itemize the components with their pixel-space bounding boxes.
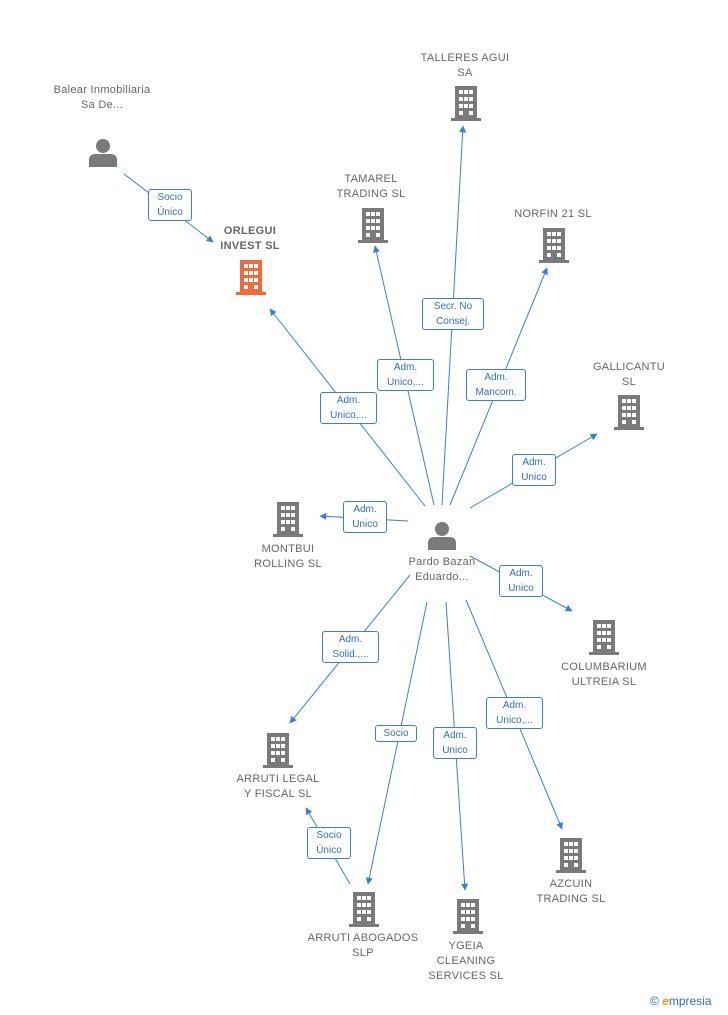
node-label-pardo[interactable]: Pardo Bazan Eduardo... [408,556,476,583]
edge-label-pardo-talleres[interactable]: Secr. No Consej. [422,298,484,330]
building-icon-columbarium[interactable] [589,620,619,655]
edge-label-pardo-norfin[interactable]: Adm. Mancom. [466,369,526,401]
person-icon-balear[interactable] [89,139,117,167]
building-icon-talleres[interactable] [451,86,481,121]
building-icon-orlegui[interactable] [236,260,266,295]
edge-label-balear-orlegui[interactable]: Socio Único [148,189,192,221]
edge-label-pardo-tamarel[interactable]: Adm. Unico,... [377,359,434,391]
brand-initial: e [662,994,669,1008]
node-label-gallicantu[interactable]: GALLICANTU SL [592,361,666,388]
edge-label-pardo-arruti-abogados[interactable]: Socio [375,725,417,742]
building-icon-gallicantu[interactable] [614,395,644,430]
node-label-ygeia[interactable]: YGEIA CLEANING SERVICES SL [428,940,504,982]
node-label-balear[interactable]: Balear Inmobiliaria Sa De... [53,84,151,111]
edge-label-pardo-arruti-legal[interactable]: Adm. Solid.,... [322,631,379,663]
node-label-arruti-abogados[interactable]: ARRUTI ABOGADOS SLP [307,932,419,959]
edge-pardo-arruti-abogados[interactable] [365,601,428,885]
node-label-montbui[interactable]: MONTBUI ROLLING SL [254,543,322,570]
edge-label-pardo-columbarium[interactable]: Adm. Unico [499,565,543,597]
building-icon-arruti-legal[interactable] [263,733,293,768]
edge-label-pardo-gallicantu[interactable]: Adm. Unico [512,454,556,486]
building-icon-azcuin[interactable] [556,838,586,873]
edge-label-pardo-montbui[interactable]: Adm. Unico [343,501,387,533]
node-label-talleres[interactable]: TALLERES AGUI SA [420,52,510,79]
copyright-icon: © [650,994,659,1008]
brand-name: mpresia [668,994,712,1008]
edge-label-arruti-abogados-arruti-legal[interactable]: Socio Único [307,827,351,859]
edge-label-pardo-orlegui[interactable]: Adm. Unico,... [320,392,377,424]
node-label-norfin[interactable]: NORFIN 21 SL [514,208,592,220]
building-icon-ygeia[interactable] [453,899,483,934]
node-label-columbarium[interactable]: COLUMBARIUM ULTREIA SL [561,661,647,688]
person-icon-pardo[interactable] [428,522,456,550]
node-label-orlegui[interactable]: ORLEGUI INVEST SL [220,225,280,252]
building-icon-tamarel[interactable] [358,208,388,243]
building-icon-norfin[interactable] [539,228,569,263]
building-icon-arruti-abogados[interactable] [349,892,379,927]
brand-logo[interactable]: © empresia [650,994,712,1008]
node-label-arruti-legal[interactable]: ARRUTI LEGAL Y FISCAL SL [236,773,320,800]
edge-label-pardo-ygeia[interactable]: Adm. Unico [433,727,477,759]
building-icon-montbui[interactable] [273,502,303,537]
node-label-tamarel[interactable]: TAMAREL TRADING SL [336,173,406,200]
node-label-azcuin[interactable]: AZCUIN TRADING SL [536,878,606,905]
edge-label-pardo-azcuin[interactable]: Adm. Unico,... [486,697,543,729]
